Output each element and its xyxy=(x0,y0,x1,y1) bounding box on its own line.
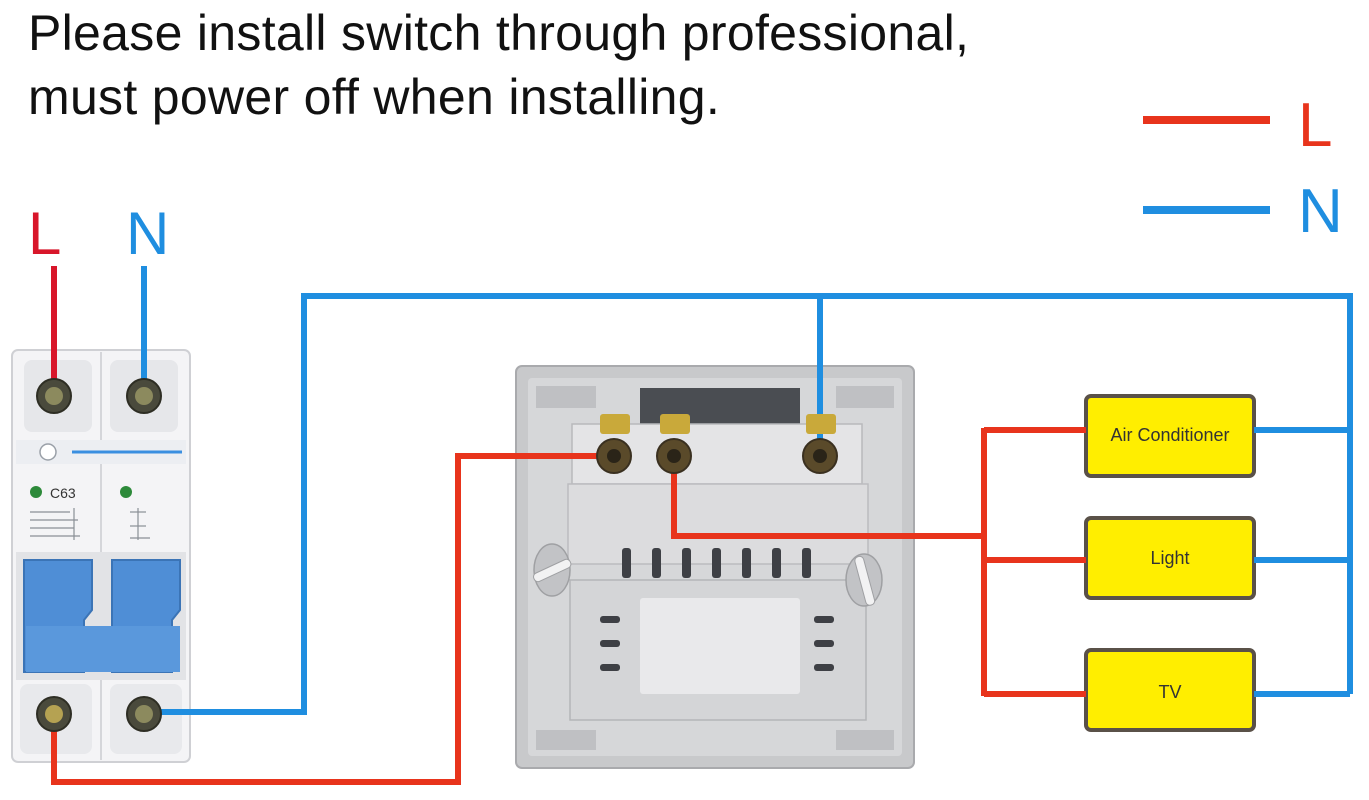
switch-terminal-screws xyxy=(596,414,838,474)
live-wiring xyxy=(51,266,1086,785)
instruction-line-2: must power off when installing. xyxy=(28,69,721,125)
switch-label-area xyxy=(640,598,800,694)
breaker-neutral-label: N xyxy=(126,200,169,267)
legend: L N xyxy=(1143,91,1343,246)
status-indicator-right xyxy=(120,486,132,498)
screw-icon xyxy=(36,378,72,414)
load-label: Air Conditioner xyxy=(1110,425,1229,445)
status-indicator-left xyxy=(30,486,42,498)
breaker-live-label: L xyxy=(28,200,61,267)
load-air-conditioner: Air Conditioner xyxy=(1084,394,1256,478)
mounting-screw-right-icon xyxy=(845,553,883,607)
switch-live-feed-wire xyxy=(51,453,614,785)
switch-back-plate xyxy=(515,365,915,769)
breaker-rating-label: C63 xyxy=(50,485,76,501)
switch-terminal-live-out xyxy=(656,414,692,474)
screw-icon xyxy=(126,696,162,732)
screw-icon xyxy=(126,378,162,414)
legend-live-label: L xyxy=(1298,91,1332,160)
mounting-screw-left-icon xyxy=(532,543,572,597)
switch-terminal-live-in xyxy=(596,414,632,474)
instruction-line-1: Please install switch through profession… xyxy=(28,5,970,61)
switch-terminal-neutral xyxy=(802,414,838,474)
load-light: Light xyxy=(1084,516,1256,600)
legend-neutral-label: N xyxy=(1298,177,1343,246)
screw-icon xyxy=(36,696,72,732)
load-tv: TV xyxy=(1084,648,1256,732)
load-label: TV xyxy=(1158,682,1181,702)
breaker-terminal-screws xyxy=(36,378,162,732)
load-label: Light xyxy=(1150,548,1189,568)
certification-mark-icon xyxy=(39,443,57,461)
switch-output-wire xyxy=(671,456,984,539)
circuit-breaker: L N C63 xyxy=(11,200,191,763)
